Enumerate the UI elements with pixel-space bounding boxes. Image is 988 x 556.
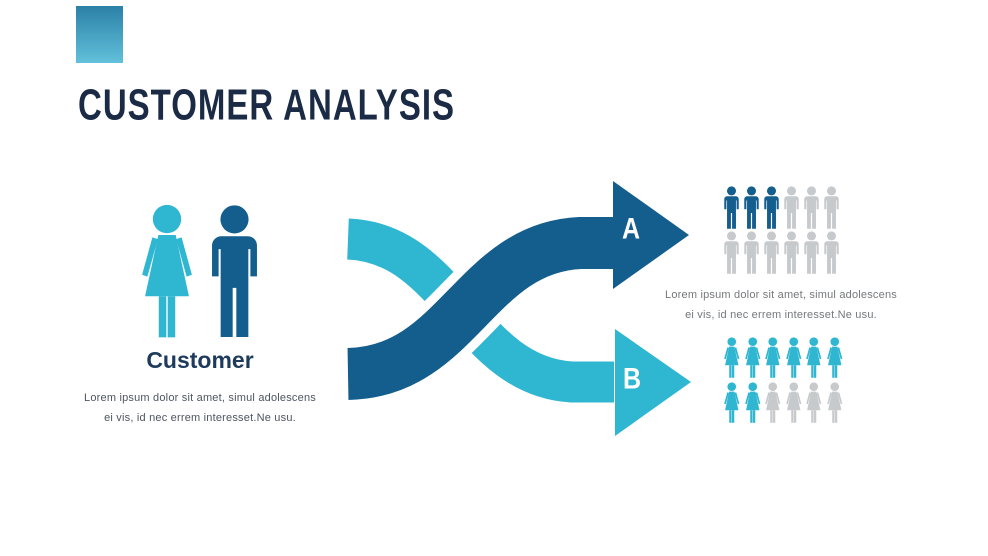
male-pictogram-off bbox=[822, 231, 841, 275]
male-pictogram-off bbox=[802, 186, 821, 230]
male-pictogram-off bbox=[742, 231, 761, 275]
female-pictogram-on bbox=[743, 337, 763, 379]
female-pictogram-off bbox=[763, 382, 783, 424]
segment-a-description-line2: ei vis, id nec errem interesset.Ne usu. bbox=[685, 309, 877, 321]
male-pictogram-off bbox=[722, 231, 741, 275]
female-pictogram-on bbox=[722, 382, 742, 424]
customer-description: Lorem ipsum dolor sit amet, simul adoles… bbox=[70, 388, 330, 428]
female-pictogram-off bbox=[804, 382, 824, 424]
pictograph-row bbox=[722, 382, 844, 424]
female-pictogram-on bbox=[825, 337, 845, 379]
male-pictogram-off bbox=[802, 231, 821, 275]
female-pictogram-on bbox=[722, 337, 742, 379]
customer-heading: Customer bbox=[146, 347, 254, 373]
segment-a-pictograph bbox=[722, 186, 841, 276]
male-customer-icon bbox=[205, 204, 264, 341]
segment-a-description: Lorem ipsum dolor sit amet, simul adoles… bbox=[650, 285, 912, 325]
female-customer-icon bbox=[135, 204, 199, 341]
male-pictogram-off bbox=[822, 186, 841, 230]
male-pictogram-on bbox=[762, 186, 781, 230]
pictograph-row bbox=[722, 337, 844, 379]
female-pictogram-on bbox=[763, 337, 783, 379]
female-pictogram-on bbox=[804, 337, 824, 379]
female-pictogram-on bbox=[743, 382, 763, 424]
male-pictogram-on bbox=[742, 186, 761, 230]
male-pictogram-off bbox=[762, 231, 781, 275]
pictograph-row bbox=[722, 231, 841, 275]
arrow-b-head bbox=[615, 329, 691, 436]
female-pictogram-off bbox=[825, 382, 845, 424]
female-pictogram-on bbox=[784, 337, 804, 379]
customer-description-line1: Lorem ipsum dolor sit amet, simul adoles… bbox=[84, 392, 316, 404]
arrow-a-head bbox=[613, 181, 689, 289]
female-pictogram-off bbox=[784, 382, 804, 424]
slide-title: CUSTOMER ANALYSIS bbox=[78, 80, 456, 129]
male-pictogram-off bbox=[782, 186, 801, 230]
male-pictogram-off bbox=[782, 231, 801, 275]
pictograph-row bbox=[722, 186, 841, 230]
segment-b-pictograph bbox=[722, 337, 844, 427]
male-pictogram-on bbox=[722, 186, 741, 230]
customer-description-line2: ei vis, id nec errem interesset.Ne usu. bbox=[104, 412, 296, 424]
split-arrows-graphic bbox=[345, 181, 691, 436]
segment-a-description-line1: Lorem ipsum dolor sit amet, simul adoles… bbox=[665, 289, 897, 301]
arrow-a-band bbox=[346, 217, 614, 400]
accent-bar bbox=[76, 6, 123, 63]
